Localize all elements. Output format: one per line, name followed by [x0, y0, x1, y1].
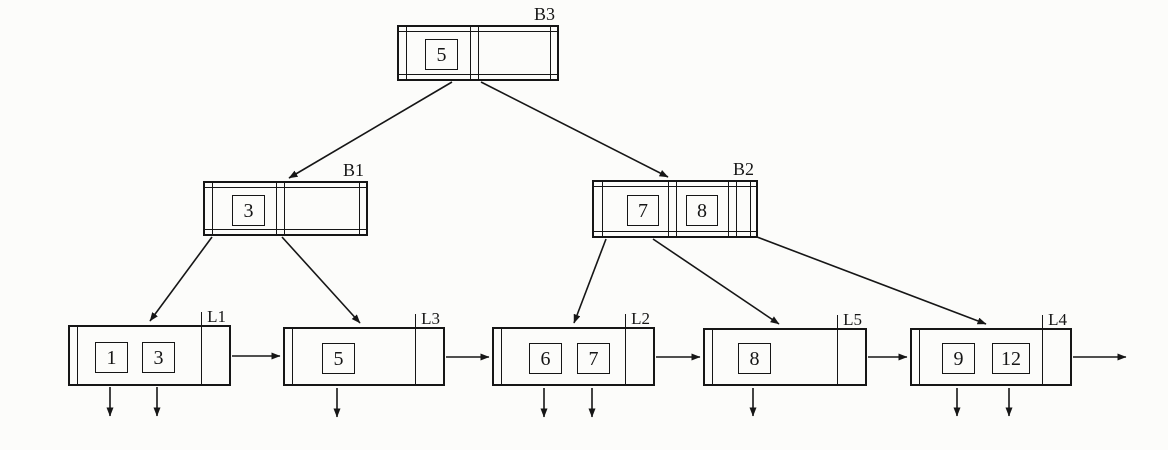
- internal-node-b1-label: B1: [342, 160, 364, 180]
- node-frame-line: [415, 329, 416, 384]
- edge-b2-to-l4: [756, 236, 987, 325]
- leaf-node-l4: L4 9 12: [910, 310, 1072, 386]
- leaf-label-tick: [415, 314, 416, 329]
- node-frame-line: [594, 231, 756, 232]
- leaf-node-l5: L5 8: [703, 310, 867, 386]
- node-frame-line: [602, 182, 603, 236]
- node-frame-line: [359, 183, 360, 234]
- edge-b2-to-l5: [652, 238, 780, 325]
- leaf-node-l1-label: L1: [207, 307, 226, 326]
- leaf-node-l1: L1 1 3: [68, 307, 231, 386]
- node-frame-line: [276, 183, 277, 234]
- leaf-node-l2-key-1: 7: [577, 343, 610, 374]
- edge-b2-to-l2: [573, 238, 607, 324]
- internal-node-b2: B2 7 8: [592, 159, 758, 238]
- leaf-node-l5-label: L5: [843, 310, 862, 329]
- internal-node-b2-key-0: 7: [627, 195, 659, 226]
- node-frame-line: [1042, 330, 1043, 384]
- node-frame-line: [501, 329, 502, 384]
- leaf-label-tick: [201, 312, 202, 327]
- node-frame-line: [736, 182, 737, 236]
- leaf-node-l3-label: L3: [421, 309, 440, 328]
- leaf-node-l5-key-0: 8: [738, 343, 771, 374]
- leaf-node-l4-key-1: 12: [992, 343, 1030, 374]
- node-frame-line: [201, 327, 202, 384]
- node-frame-line: [728, 182, 729, 236]
- leaf-node-l3-key-0: 5: [322, 343, 355, 374]
- leaf-node-l4-key-0: 9: [942, 343, 975, 374]
- leaf-label-tick: [837, 315, 838, 330]
- node-frame-line: [212, 183, 213, 234]
- node-frame-line: [284, 183, 285, 234]
- node-frame-line: [205, 187, 366, 188]
- leaf-label-tick: [1042, 315, 1043, 330]
- internal-node-b2-key-1: 8: [686, 195, 718, 226]
- leaf-node-l2-label: L2: [631, 309, 650, 328]
- node-frame-line: [406, 27, 407, 79]
- edge-b3-to-b1: [288, 81, 453, 179]
- node-frame-line: [550, 27, 551, 79]
- node-frame-line: [292, 329, 293, 384]
- internal-node-b1-key-0: 3: [232, 195, 265, 226]
- node-frame-line: [676, 182, 677, 236]
- internal-node-b1: B1 3: [203, 160, 368, 236]
- node-frame-line: [668, 182, 669, 236]
- internal-node-b2-label: B2: [732, 159, 754, 179]
- leaf-node-l2-key-0: 6: [529, 343, 562, 374]
- node-frame-line: [478, 27, 479, 79]
- leaf-node-l2: L2 6 7: [492, 309, 655, 386]
- leaf-node-l4-label: L4: [1048, 310, 1067, 329]
- edge-b1-to-l1: [149, 236, 213, 322]
- edge-b3-to-b2: [480, 81, 669, 178]
- node-frame-line: [712, 330, 713, 384]
- leaf-node-l1-key-0: 1: [95, 342, 128, 373]
- node-frame-line: [594, 186, 756, 187]
- node-frame-line: [77, 327, 78, 384]
- leaf-node-l1-key-1: 3: [142, 342, 175, 373]
- leaf-node-l3: L3 5: [283, 309, 445, 386]
- node-frame-line: [205, 229, 366, 230]
- leaf-label-tick: [625, 314, 626, 329]
- edge-b1-to-l3: [281, 236, 361, 324]
- node-frame-line: [837, 330, 838, 384]
- node-frame-line: [625, 329, 626, 384]
- node-frame-line: [470, 27, 471, 79]
- node-frame-line: [750, 182, 751, 236]
- node-frame-line: [919, 330, 920, 384]
- internal-node-b3-key-0: 5: [425, 39, 458, 70]
- internal-node-b3: B3 5: [397, 4, 559, 81]
- internal-node-b3-label: B3: [533, 4, 555, 24]
